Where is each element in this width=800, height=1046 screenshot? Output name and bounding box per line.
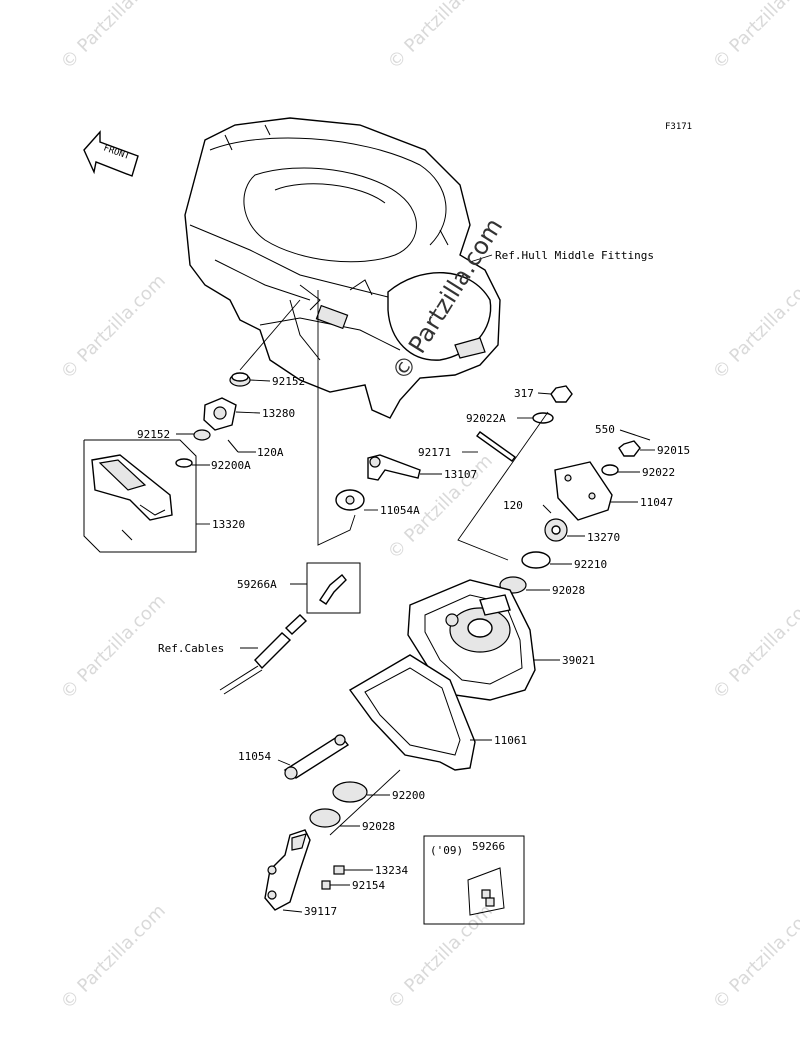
spacer-part — [309, 808, 341, 828]
bolt-part — [321, 880, 331, 890]
part-label-13280: 13280 — [262, 407, 295, 420]
leader-line — [457, 411, 549, 561]
leader-line — [329, 769, 401, 836]
part-label-13107: 13107 — [444, 468, 477, 481]
screw-part — [227, 439, 239, 453]
part-label-92200a: 92200A — [211, 459, 251, 472]
part-label-317: 317 — [514, 387, 534, 400]
figure-code: F3171 — [665, 122, 692, 132]
grommet-part — [193, 429, 211, 441]
watermark: © Partzilla.com — [57, 0, 170, 74]
part-label-550: 550 — [595, 423, 615, 436]
part-label-11047: 11047 — [640, 496, 673, 509]
pin-part — [619, 429, 651, 441]
year-inset-box — [423, 835, 525, 925]
bracket-part — [203, 397, 237, 431]
ref-hull-label: Ref.Hull Middle Fittings — [495, 249, 654, 262]
watermark: © Partzilla.com — [709, 270, 800, 383]
washer-part — [532, 412, 554, 424]
part-label-39117: 39117 — [304, 905, 337, 918]
washer-part — [175, 458, 193, 468]
leader-line — [277, 759, 291, 766]
front-arrow-icon: FRONT — [83, 130, 139, 177]
fitting-part — [333, 865, 345, 875]
washer-part — [521, 551, 551, 569]
watermark: © Partzilla.com — [709, 0, 800, 74]
ref-cables-label: Ref.Cables — [158, 642, 224, 655]
connector-box-59266a — [306, 562, 361, 614]
part-label-92028: 92028 — [362, 820, 395, 833]
steering-arm-part — [264, 829, 311, 911]
grommet-part — [229, 372, 251, 387]
washer-part — [332, 781, 368, 803]
watermark: © Partzilla.com — [709, 590, 800, 703]
part-label-59266a: 59266A — [237, 578, 277, 591]
assembly-box-13320 — [83, 439, 197, 553]
part-label-13234: 13234 — [375, 864, 408, 877]
part-label-11054a: 11054A — [380, 504, 420, 517]
part-label-92152: 92152 — [137, 428, 170, 441]
part-label-11054: 11054 — [238, 750, 271, 763]
gear-part — [544, 518, 568, 542]
leader-line — [282, 909, 303, 913]
screw-part — [542, 504, 552, 514]
part-label-39021: 39021 — [562, 654, 595, 667]
part-label-92015: 92015 — [657, 444, 690, 457]
part-label-92152: 92152 — [272, 375, 305, 388]
year-label: ('09) — [430, 844, 463, 857]
leader-line — [537, 392, 552, 395]
part-label-92028: 92028 — [552, 584, 585, 597]
part-label-59266: 59266 — [472, 840, 505, 853]
part-label-92022a: 92022A — [466, 412, 506, 425]
watermark: © Partzilla.com — [384, 0, 497, 74]
washer-part — [601, 464, 619, 476]
part-label-92171: 92171 — [418, 446, 451, 459]
plate-part — [335, 489, 365, 511]
nut-part — [618, 440, 641, 457]
leader-line — [249, 379, 271, 382]
part-label-13320: 13320 — [212, 518, 245, 531]
watermark: © Partzilla.com — [57, 270, 170, 383]
leader-line — [235, 411, 261, 414]
watermark: © Partzilla.com — [709, 900, 800, 1013]
cable-part — [219, 614, 308, 695]
link-part — [283, 734, 350, 780]
part-label-92210: 92210 — [574, 558, 607, 571]
leader-line — [469, 254, 493, 263]
part-label-92022: 92022 — [642, 466, 675, 479]
watermark: © Partzilla.com — [57, 900, 170, 1013]
lever-part — [367, 454, 421, 481]
leader-line — [317, 290, 356, 546]
steering-housing-part — [407, 579, 536, 701]
part-label-13270: 13270 — [587, 531, 620, 544]
bracket-part — [554, 461, 613, 521]
part-label-92200: 92200 — [392, 789, 425, 802]
leader-line — [239, 299, 301, 371]
watermark: © Partzilla.com — [57, 590, 170, 703]
nut-part — [550, 385, 573, 403]
hull-deck-illustration — [184, 117, 501, 419]
watermark: © Partzilla.com — [384, 900, 497, 1013]
rod-part — [476, 431, 516, 462]
part-label-92154: 92154 — [352, 879, 385, 892]
part-label-120: 120 — [503, 499, 523, 512]
part-label-11061: 11061 — [494, 734, 527, 747]
gasket-part — [348, 654, 476, 771]
part-label-120a: 120A — [257, 446, 284, 459]
